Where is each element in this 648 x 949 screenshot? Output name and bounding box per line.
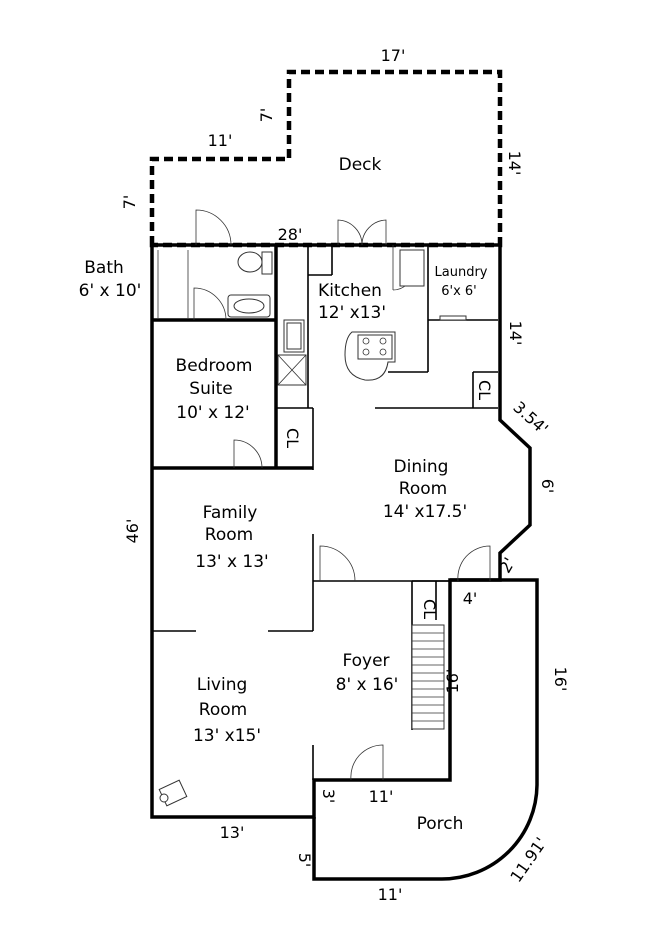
dimension-label: 13' — [220, 823, 245, 842]
closet-label: CL — [475, 380, 494, 400]
dimension-label: 14' — [505, 151, 524, 176]
bedroom-label-2: Suite — [189, 379, 232, 399]
dimension-label: 11.91' — [506, 834, 550, 886]
dining-label-1: Dining — [394, 457, 449, 477]
chair-icon — [158, 779, 188, 807]
dimension-label: 7' — [120, 195, 139, 210]
deck-outline — [149, 69, 503, 248]
dining-label-2: Room — [399, 479, 447, 499]
closet-label: CL — [283, 428, 302, 448]
dimension-label: 4' — [463, 589, 478, 608]
dimension-label: 5' — [295, 853, 314, 868]
family-label-2: Room — [205, 525, 253, 545]
foyer-size: 8' x 16' — [336, 675, 399, 695]
deck-label: Deck — [339, 155, 382, 175]
dimension-label: 7' — [257, 108, 276, 123]
dimension-label: 17' — [381, 46, 406, 65]
dimension-label: 46' — [123, 519, 142, 544]
bath-fixtures — [157, 250, 273, 318]
dimension-label: 6' — [538, 479, 557, 494]
dimension-label: 16' — [551, 667, 570, 692]
living-label-1: Living — [197, 675, 248, 695]
kitchen-size: 12' x13' — [318, 303, 386, 323]
porch-label: Porch — [417, 814, 464, 834]
bath-size: 6' x 10' — [79, 281, 142, 301]
foyer-label: Foyer — [342, 651, 389, 671]
closet-label: CL — [420, 599, 439, 619]
bath-label: Bath — [84, 258, 124, 278]
family-label-1: Family — [203, 503, 258, 523]
bedroom-size: 10' x 12' — [176, 403, 249, 423]
laundry-size: 6'x 6' — [441, 284, 477, 299]
dimension-label: 11' — [208, 131, 233, 150]
dimension-label: 3' — [319, 789, 338, 804]
dimension-label: 16' — [443, 669, 462, 694]
laundry-label: Laundry — [435, 265, 488, 280]
stairs — [411, 624, 445, 730]
dimension-label: 28' — [278, 225, 303, 244]
family-size: 13' x 13' — [195, 552, 268, 572]
dimension-label: 3.54' — [509, 397, 551, 438]
kitchen-fixtures — [277, 249, 467, 386]
living-label-2: Room — [199, 700, 247, 720]
dining-size: 14' x17.5' — [383, 502, 467, 522]
dimension-label: 11' — [378, 885, 403, 904]
living-size: 13' x15' — [193, 726, 261, 746]
kitchen-label: Kitchen — [318, 281, 382, 301]
bedroom-label-1: Bedroom — [176, 356, 253, 376]
dimension-label: 14' — [506, 321, 525, 346]
doors — [193, 209, 491, 781]
porch-outline — [312, 578, 539, 881]
dimension-label: 11' — [369, 787, 394, 806]
